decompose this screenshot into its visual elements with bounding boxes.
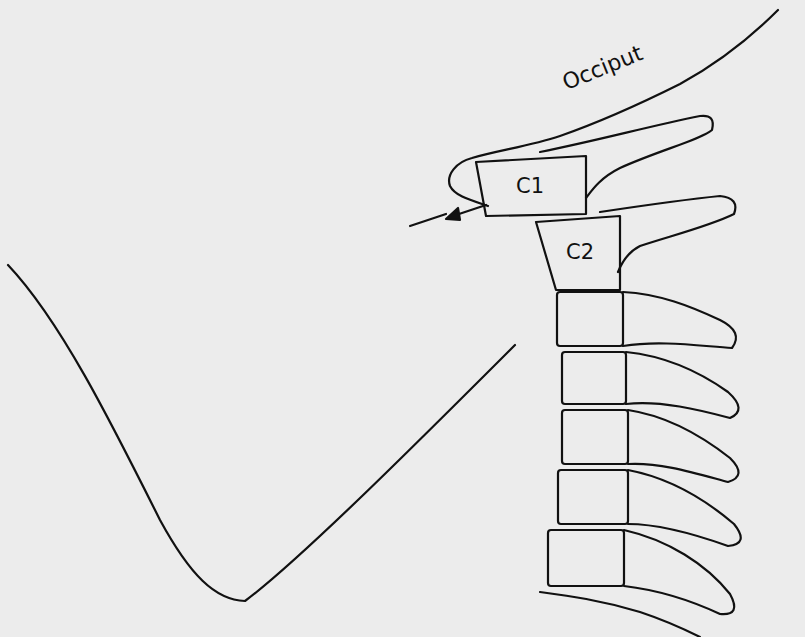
vertebra-label: C1: [512, 175, 548, 198]
jaw-outline: [8, 265, 515, 601]
vertebral-body: C2: [536, 216, 620, 290]
occiput-outline: [449, 10, 778, 206]
skull-base-line: [410, 214, 446, 226]
vertebra-label: C2: [562, 241, 598, 264]
vertebral-body: C1: [474, 156, 586, 218]
lower-cervical-vertebrae: [540, 292, 741, 637]
arrow-head: [446, 208, 460, 220]
region-label: Occiput: [559, 40, 646, 95]
